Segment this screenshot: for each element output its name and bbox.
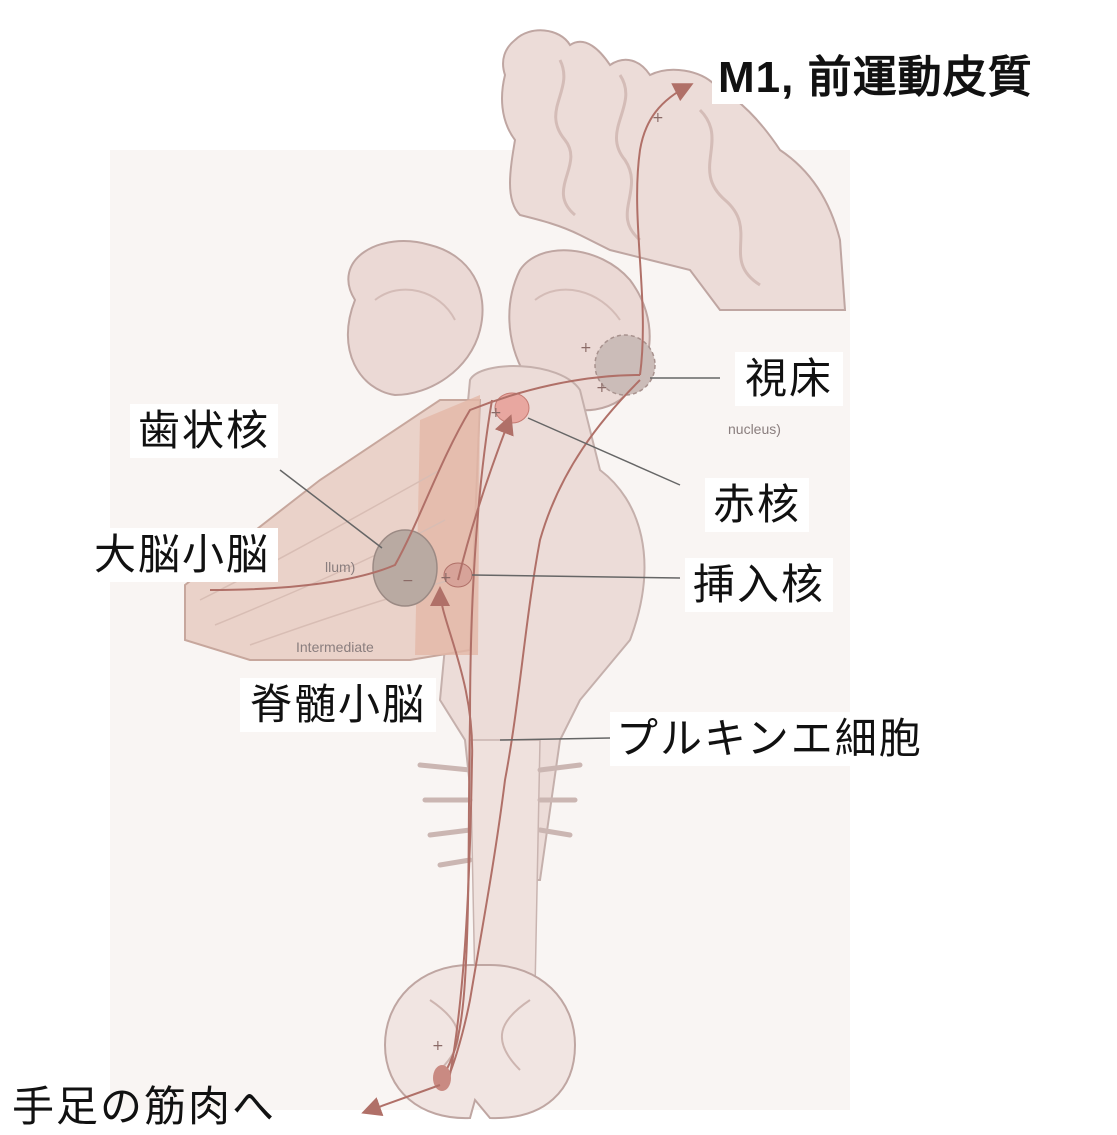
label-spinocerebellum: 脊髄小脳 <box>240 678 436 732</box>
svg-text:+: + <box>440 570 452 586</box>
svg-text:+: + <box>652 110 664 126</box>
label-purkinje-cells: プルキンエ細胞 <box>610 712 929 766</box>
svg-text:+: + <box>432 1038 444 1054</box>
label-dentate-nucleus: 歯状核 <box>130 404 278 458</box>
svg-text:+: + <box>490 405 502 421</box>
svg-text:+: + <box>596 380 608 396</box>
label-interposed-nucleus: 挿入核 <box>685 558 833 612</box>
label-red-nucleus: 赤核 <box>705 478 809 532</box>
dentate-nucleus <box>373 530 437 606</box>
spinocerebellum-band <box>415 395 480 655</box>
faint-intermediate-text: Intermediate <box>296 640 374 654</box>
label-cerebrocerebellum: 大脳小脳 <box>86 528 278 582</box>
label-thalamus: 視床 <box>735 352 843 406</box>
faint-nucleus-text: nucleus) <box>728 422 781 436</box>
faint-cerebellum-text: llum) <box>325 560 355 574</box>
svg-text:+: + <box>580 340 592 356</box>
svg-text:−: − <box>402 573 414 589</box>
label-to-limb-muscles: 手足の筋肉へ <box>6 1082 282 1132</box>
label-motor-cortex: M1, 前運動皮質 <box>712 52 1039 104</box>
